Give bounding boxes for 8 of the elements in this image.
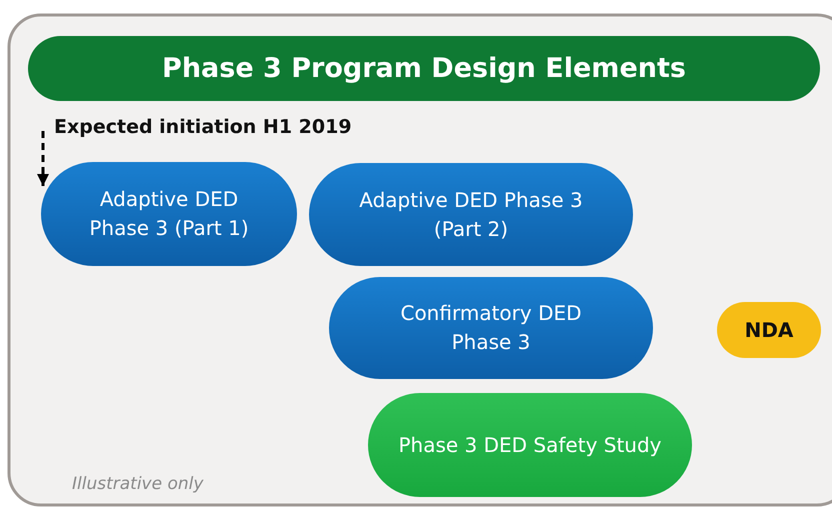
process-pill: Adaptive DED Phase 3 (Part 2) (309, 163, 633, 266)
process-pill: Adaptive DED Phase 3 (Part 1) (41, 162, 297, 266)
process-pill: Phase 3 DED Safety Study (368, 393, 692, 497)
process-pill: Confirmatory DED Phase 3 (329, 277, 653, 379)
arrow (37, 131, 49, 186)
note-text: Illustrative only (72, 474, 204, 494)
title-banner: Phase 3 Program Design Elements (28, 36, 820, 101)
annotation-text: Expected initiation H1 2019 (54, 116, 352, 138)
